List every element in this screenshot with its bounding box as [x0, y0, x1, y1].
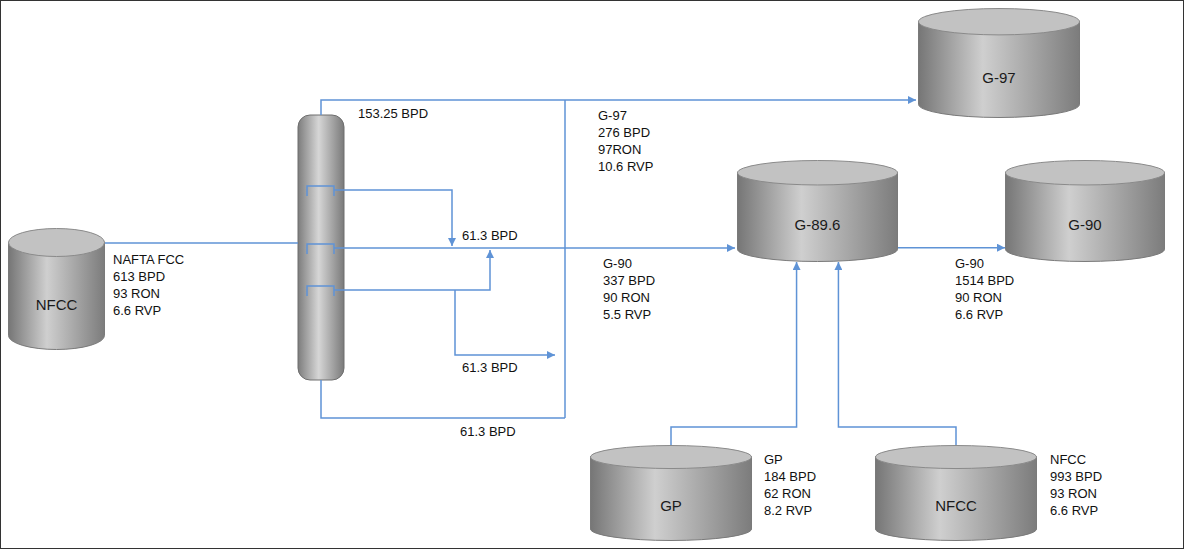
stream-label: 61.3 BPD [460, 424, 516, 439]
stream-label: 97RON [598, 142, 641, 157]
stream-label: 8.2 RVP [764, 503, 812, 518]
stream-label: 184 BPD [764, 469, 816, 484]
tank-name: GP [660, 497, 682, 514]
stream-label: 93 RON [113, 286, 160, 301]
storage-tank: NFCC [875, 445, 1037, 541]
tank-label-area: NFCC [8, 258, 105, 350]
stream-label: 5.5 RVP [603, 307, 651, 322]
stream-label: 6.6 RVP [1050, 503, 1098, 518]
stream-label: 61.3 BPD [462, 360, 518, 375]
stream-label: 153.25 BPD [358, 106, 428, 121]
tank-name: G-97 [982, 69, 1015, 86]
flow-connector [671, 262, 797, 445]
tank-name: NFCC [36, 296, 78, 313]
tank-name: G-89.6 [795, 216, 841, 233]
tank-shape [875, 445, 1037, 541]
tank-shape [1005, 160, 1165, 262]
stream-label: 6.6 RVP [113, 303, 161, 318]
stream-label: G-90 [955, 256, 984, 271]
stream-label: 6.6 RVP [955, 307, 1003, 322]
stream-label: 62 RON [764, 486, 811, 501]
stream-label: 337 BPD [603, 273, 655, 288]
stream-label: G-90 [603, 256, 632, 271]
stream-label: 61.3 BPD [462, 228, 518, 243]
stream-label: 90 RON [603, 290, 650, 305]
stream-label: GP [764, 452, 783, 467]
tank-shape [590, 445, 752, 541]
storage-tank: NFCC [8, 228, 105, 350]
stream-label: 1514 BPD [955, 273, 1014, 288]
tank-label-area: GP [590, 470, 752, 541]
tank-shape [8, 228, 105, 350]
tank-label-area: G-90 [1005, 186, 1165, 262]
flow-connector [898, 247, 1005, 249]
flow-connector [838, 262, 956, 445]
stream-label: 93 RON [1050, 486, 1097, 501]
tank-label-area: G-89.6 [737, 186, 898, 262]
stream-label: 993 BPD [1050, 469, 1102, 484]
stream-label: 90 RON [955, 290, 1002, 305]
storage-tank: G-90 [1005, 160, 1165, 262]
storage-tank: G-89.6 [737, 160, 898, 262]
stream-label: 276 BPD [598, 125, 650, 140]
tank-label-area: NFCC [875, 470, 1037, 541]
tank-shape [918, 8, 1080, 118]
tray-marks [307, 186, 334, 296]
stream-label: 613 BPD [113, 269, 165, 284]
tank-name: NFCC [935, 497, 977, 514]
tank-label-area: G-97 [918, 36, 1080, 118]
storage-tank: GP [590, 445, 752, 541]
storage-tank: G-97 [918, 8, 1080, 118]
stream-label: NAFTA FCC [113, 252, 184, 267]
stream-label: NFCC [1050, 452, 1086, 467]
stream-lines [105, 100, 916, 418]
tank-shape [737, 160, 898, 262]
tank-name: G-90 [1068, 216, 1101, 233]
stream-label: G-97 [598, 108, 627, 123]
stream-label: 10.6 RVP [598, 159, 653, 174]
